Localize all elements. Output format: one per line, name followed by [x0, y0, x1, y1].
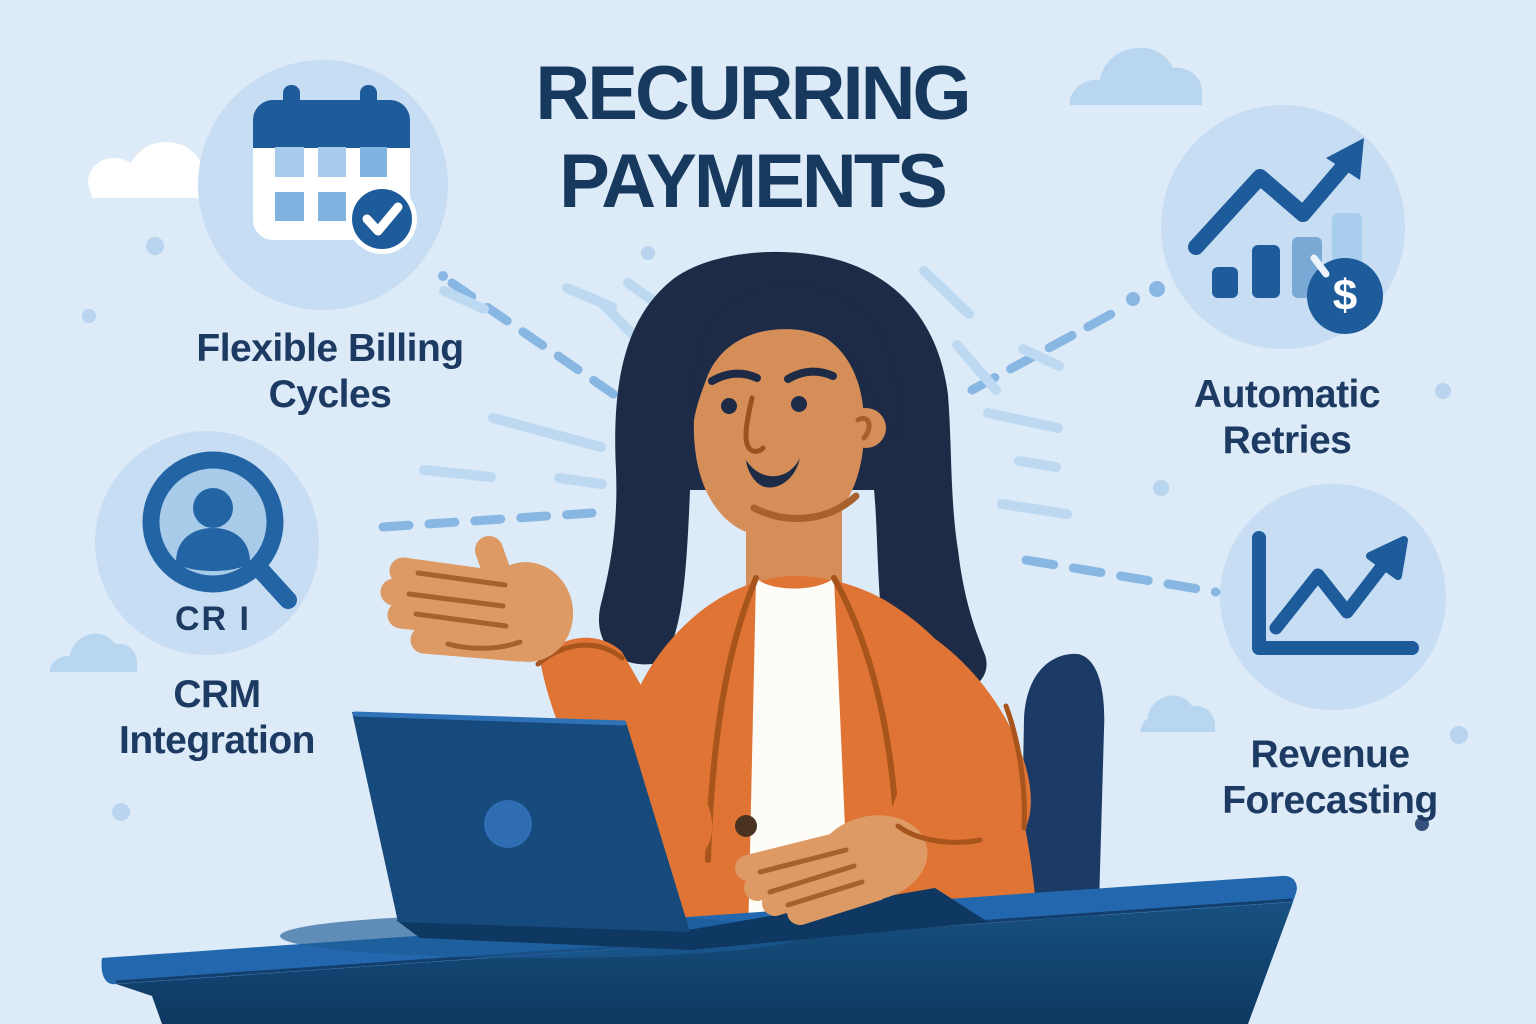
- feature-label-revenue-forecasting: Revenue Forecasting: [1222, 733, 1438, 822]
- eye: [791, 396, 807, 412]
- crm-icon-text: CR I: [175, 600, 251, 638]
- right-sleeve: [885, 616, 1031, 858]
- customer-search-icon: [95, 431, 319, 655]
- office-chair: [1020, 653, 1105, 940]
- right-hand: [735, 815, 983, 925]
- nose: [743, 395, 766, 454]
- hair-fringe: [693, 284, 899, 440]
- feature-label-crm-integration: CRM Integration: [119, 673, 316, 762]
- line-graph-arrow-icon: [1220, 484, 1446, 710]
- lapel-line: [831, 575, 899, 821]
- page-title: RECURRING PAYMENTS: [535, 50, 971, 226]
- title-line-1: RECURRING: [535, 51, 971, 136]
- decor-dot-dark: [1415, 817, 1429, 831]
- jacket-button: [735, 815, 757, 837]
- calendar-check-icon: [198, 60, 448, 310]
- face: [693, 325, 865, 537]
- laptop-base: [396, 888, 988, 950]
- cloud-icon: [88, 142, 205, 198]
- eyebrow: [784, 367, 837, 383]
- dashed-connector: [378, 271, 1221, 597]
- smile: [746, 458, 800, 488]
- left-hand: [380, 536, 574, 662]
- title-line-2: PAYMENTS: [559, 139, 948, 224]
- eye: [721, 398, 737, 414]
- eyebrow: [708, 369, 761, 385]
- bar-chart-growth-dollar-icon: [1161, 105, 1405, 349]
- laptop-logo: [484, 800, 532, 848]
- laptop: [280, 711, 988, 958]
- decor-dot: [82, 237, 1468, 821]
- feature-label-flexible-billing: Flexible Billing Cycles: [196, 327, 464, 416]
- ear: [846, 408, 886, 448]
- feature-label-automatic-retries: Automatic Retries: [1193, 373, 1381, 462]
- cloud-icon: [50, 47, 1215, 732]
- dollar-coin-symbol: $: [1332, 271, 1358, 320]
